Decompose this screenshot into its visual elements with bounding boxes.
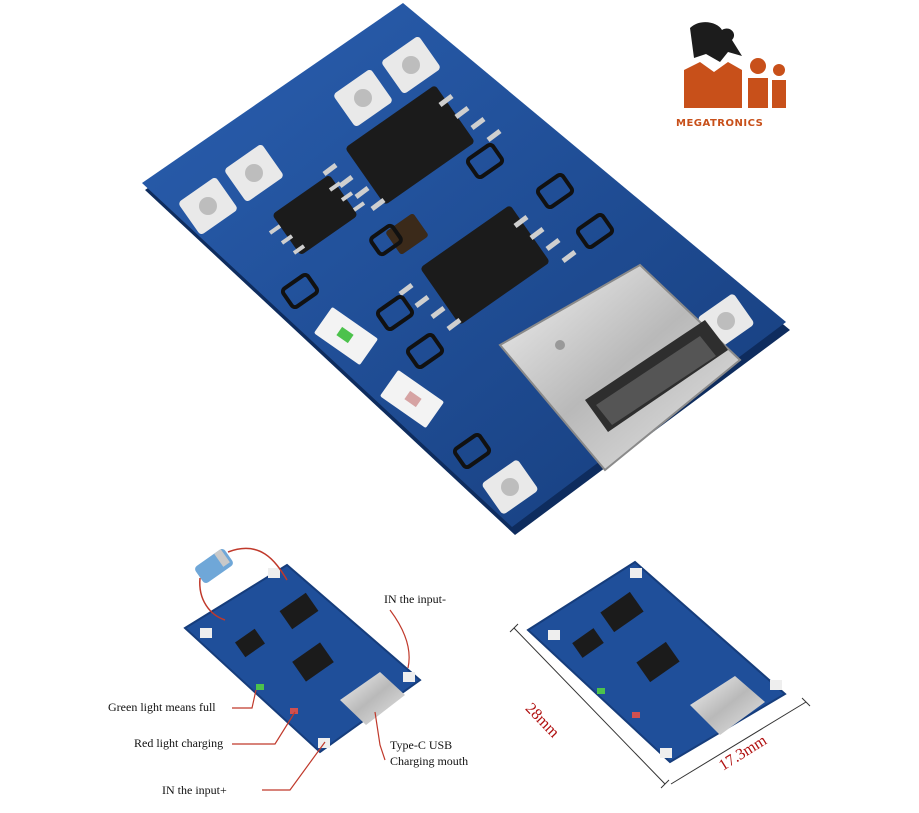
label-green-light: Green light means full xyxy=(108,700,216,714)
chip-small xyxy=(268,176,366,255)
led-green xyxy=(314,307,378,365)
small-board-left xyxy=(183,547,422,754)
brand-name: MEGATRONICS xyxy=(676,118,764,129)
label-in-plus: IN the input+ xyxy=(162,783,227,797)
label-typec-line2: Charging mouth xyxy=(390,754,469,768)
battery-icon xyxy=(195,549,233,583)
main-board xyxy=(142,3,790,535)
label-typec-line1: Type-C USB xyxy=(390,738,453,752)
small-board-right xyxy=(526,560,787,764)
chip-u2 xyxy=(322,86,502,211)
chip-u1 xyxy=(398,206,577,331)
label-in-minus: IN the input- xyxy=(384,592,446,606)
brand-logo xyxy=(684,22,786,108)
led-red xyxy=(380,370,444,428)
component-outlines xyxy=(280,142,615,470)
dimension-lines xyxy=(509,623,811,789)
label-red-light: Red light charging xyxy=(134,736,224,750)
usb-c-connector xyxy=(498,263,742,472)
annotation-lines xyxy=(232,609,410,791)
